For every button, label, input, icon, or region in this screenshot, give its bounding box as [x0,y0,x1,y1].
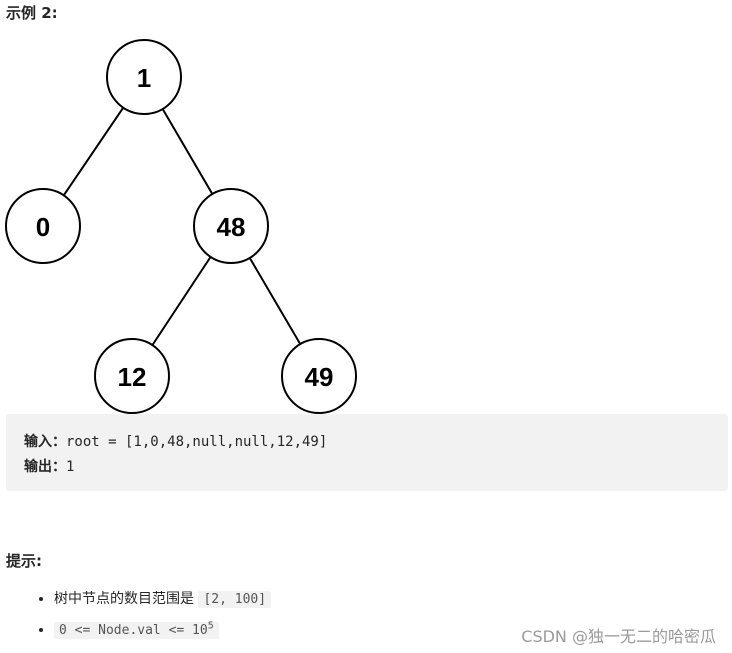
tree-edge [151,256,212,346]
tree-node-value: 49 [305,362,334,392]
tree-node-value: 12 [118,362,147,392]
hint-item-node-count: 树中节点的数目范围是 [2, 100] [54,586,272,613]
tree-edge [161,108,214,195]
hints-title: 提示: [6,552,42,570]
hint-text: 树中节点的数目范围是 [54,591,194,607]
csdn-watermark: CSDN @独一无二的哈密瓜 [521,627,716,646]
tree-node: 48 [193,188,269,264]
hint-code-range: [2, 100] [198,591,272,608]
output-line: 输出：1 [24,455,710,480]
tree-node-circle [193,188,269,264]
hint-code-exponent: 5 [207,621,214,632]
hint-code-val-text: 0 <= Node.val <= 10 [59,623,208,639]
tree-node-circle [94,338,170,414]
input-line: 输入：root = [1,0,48,null,null,12,49] [24,430,710,455]
tree-edge [248,257,302,345]
tree-node-value: 0 [36,212,50,242]
hint-code-val-range: 0 <= Node.val <= 105 [54,621,219,640]
input-value: root = [1,0,48,null,null,12,49] [66,434,328,450]
tree-node-circle [106,39,182,115]
tree-node: 12 [94,338,170,414]
tree-node: 1 [106,39,182,115]
example-title: 示例 2: [6,4,58,22]
tree-nodes: 1 0 48 12 49 [5,39,357,414]
hint-item-node-val: 0 <= Node.val <= 105 [54,613,271,644]
output-label: 输出： [24,459,66,475]
tree-edge [62,107,125,196]
example-io-block: 输入：root = [1,0,48,null,null,12,49] 输出：1 [6,414,728,491]
hints-list: 树中节点的数目范围是 [2, 100] 0 <= Node.val <= 105 [24,586,272,644]
tree-edges [62,107,302,346]
tree-node: 49 [281,338,357,414]
tree-node-value: 1 [137,63,151,93]
input-label: 输入： [24,434,66,450]
tree-node-circle [281,338,357,414]
tree-node: 0 [5,188,81,264]
tree-node-value: 48 [217,212,246,242]
output-value: 1 [66,459,75,475]
tree-node-circle [5,188,81,264]
binary-tree-diagram: 1 0 48 12 49 [5,39,357,414]
